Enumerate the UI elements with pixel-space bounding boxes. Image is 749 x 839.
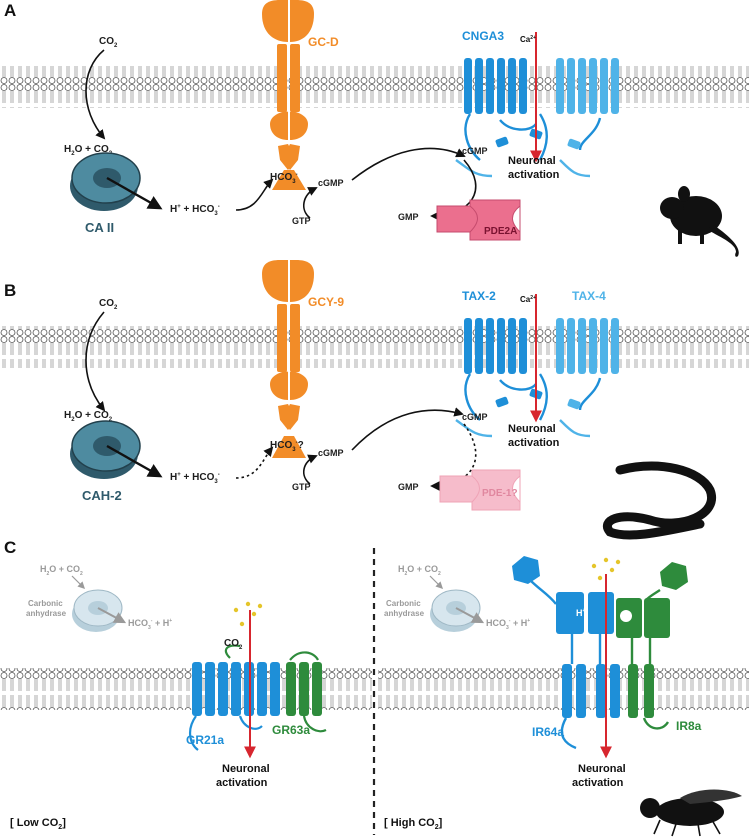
calcium-label: Ca2+ xyxy=(520,35,536,44)
co2-label: CO2 xyxy=(99,36,118,49)
enzyme-label: Carbonic xyxy=(28,599,63,608)
membrane xyxy=(0,326,749,368)
receptor-label: IR64a xyxy=(532,725,564,739)
co2-molecules-icon xyxy=(591,557,621,581)
receptor-label-2: GR63a xyxy=(272,723,310,737)
activation-label: activation xyxy=(508,169,560,181)
receptor-label: GR21a xyxy=(186,733,224,747)
gtp-label: GTP xyxy=(292,216,311,226)
enzyme-label: anhydrase xyxy=(26,609,67,618)
condition-label: [ Low CO2] xyxy=(10,817,66,831)
enzyme-label: CAH-2 xyxy=(82,488,122,503)
panel-letter: A xyxy=(4,1,16,20)
arrow xyxy=(351,407,464,451)
panel-c-high: H2O + CO2 Carbonic anhydrase HCO3- + H+ xyxy=(378,556,749,837)
neuronal-label: Neuronal xyxy=(578,763,626,775)
gmp-label: GMP xyxy=(398,212,419,222)
ir8a-receptor-icon xyxy=(616,562,688,718)
carbonic-anhydrase-icon xyxy=(70,152,163,211)
arrow xyxy=(303,454,318,485)
panel-letter: B xyxy=(4,281,16,300)
gc-d-receptor-icon xyxy=(262,0,314,190)
neuronal-label: Neuronal xyxy=(222,763,270,775)
membrane xyxy=(0,668,372,710)
enzyme-label: CA II xyxy=(85,220,114,235)
panel-letter: C xyxy=(4,538,16,557)
carbonic-anhydrase-icon xyxy=(70,420,163,479)
gtp-label: GTP xyxy=(292,482,311,492)
pde-label: PDE2A xyxy=(484,226,517,237)
arrow xyxy=(351,147,466,181)
carbonic-anhydrase-icon xyxy=(72,589,127,632)
receptor-label: GCY-9 xyxy=(308,295,344,309)
channel-label-2: TAX-4 xyxy=(572,289,606,303)
arrow xyxy=(85,49,106,140)
calcium-label: Ca2+ xyxy=(520,295,536,304)
panel-c: C H2O + CO2 Carbonic anhydrase HCO3- + H… xyxy=(0,538,749,837)
fly-icon xyxy=(640,789,742,837)
cgmp-bound-label: cGMP xyxy=(462,146,488,156)
products-label: H+ + HCO3- xyxy=(170,204,220,217)
arrow xyxy=(235,178,274,211)
hco3-label: HCO3- xyxy=(270,172,298,185)
channel-label: CNGA3 xyxy=(462,29,504,43)
panel-c-low: H2O + CO2 Carbonic anhydrase HCO3- + H+ xyxy=(0,564,372,831)
receptor-label-2: IR8a xyxy=(676,719,702,733)
arrow xyxy=(235,446,274,479)
receptor-label: GC-D xyxy=(308,35,339,49)
panel-a: A CO2 H2O + CO2 CA II H+ + HCO3- GC-D HC… xyxy=(0,0,749,257)
hco3-label: HCO3-? xyxy=(270,440,304,453)
h2o-co2-label: H2O + CO2 xyxy=(64,410,113,423)
products-label: HCO3- + H+ xyxy=(486,618,530,631)
panel-b: B CO2 H2O + CO2 CAH-2 H+ + HCO3- GCY-9 H… xyxy=(0,260,749,540)
arrow xyxy=(85,311,106,412)
cgmp-label: cGMP xyxy=(318,178,344,188)
neuronal-label: Neuronal xyxy=(508,423,556,435)
cgmp-bound-label: cGMP xyxy=(462,412,488,422)
neuronal-label: Neuronal xyxy=(508,155,556,167)
enzyme-label: Carbonic xyxy=(386,599,421,608)
gr63a-receptor-icon xyxy=(286,662,322,716)
enzyme-label: anhydrase xyxy=(384,609,425,618)
products-label: HCO3- + H+ xyxy=(128,618,172,631)
cgmp-label: cGMP xyxy=(318,448,344,458)
arrow xyxy=(430,423,477,491)
pde-enzyme-icon xyxy=(436,199,521,241)
co2-label: CO2 xyxy=(224,638,243,651)
co2-molecules-icon xyxy=(233,601,263,627)
activation-label: activation xyxy=(508,437,560,449)
products-label: H+ + HCO3- xyxy=(170,472,220,485)
pore-icon xyxy=(620,610,632,622)
tax-channel-icon xyxy=(455,294,619,438)
pde-label: PDE-1? xyxy=(482,488,518,499)
mouse-icon xyxy=(660,186,739,257)
pde-enzyme-icon xyxy=(439,469,521,511)
membrane xyxy=(0,66,749,108)
gcy-9-receptor-icon xyxy=(262,260,314,458)
gmp-label: GMP xyxy=(398,482,419,492)
activation-label: activation xyxy=(216,777,268,789)
arrow xyxy=(303,187,318,219)
co2-label: CO2 xyxy=(99,298,118,311)
condition-label: [ High CO2] xyxy=(384,817,443,831)
h2o-co2-label: H2O + CO2 xyxy=(398,564,441,577)
h2o-co2-label: H2O + CO2 xyxy=(40,564,83,577)
worm-icon xyxy=(603,461,717,540)
carbonic-anhydrase-icon xyxy=(430,589,485,632)
activation-label: activation xyxy=(572,777,624,789)
gr21a-receptor-icon xyxy=(192,662,280,716)
channel-label: TAX-2 xyxy=(462,289,496,303)
proton-label: H+ xyxy=(576,608,586,618)
cnga3-channel-icon xyxy=(455,32,619,178)
ir64a-receptor-icon xyxy=(512,556,620,718)
